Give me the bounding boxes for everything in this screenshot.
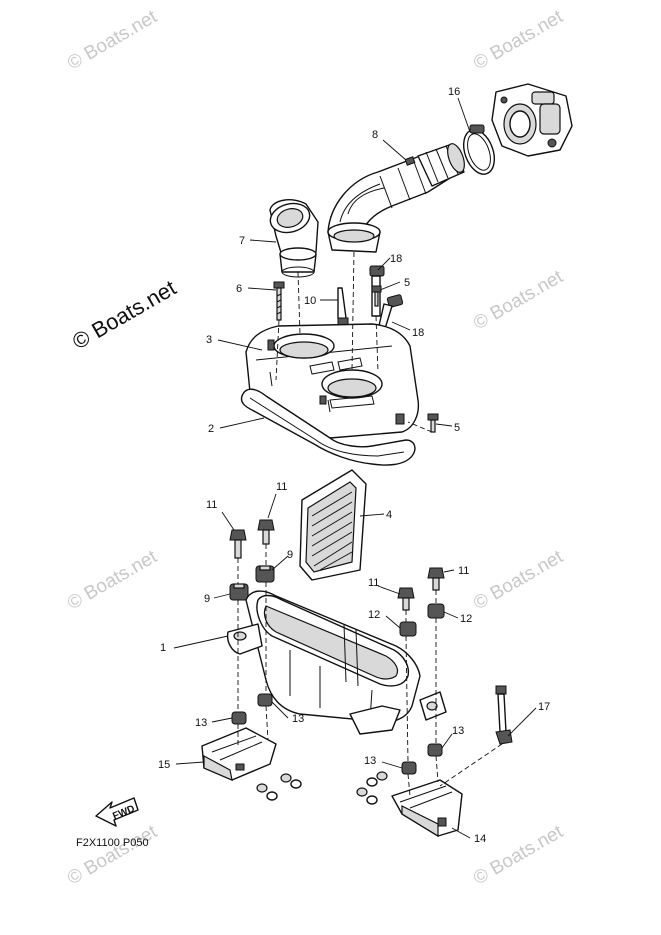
part-hose-clamp [462,124,496,175]
part-grommet-13-b [257,693,273,707]
callout-5-upper: 5 [404,277,410,289]
part-grommet-9-left [229,583,249,601]
callout-8: 8 [372,129,378,141]
watermark-text: © Boats.net [470,546,567,614]
callout-13-d: 13 [452,725,464,737]
watermarks: © Boats.net © Boats.net © Boats.net © Bo… [64,6,567,889]
part-grommet-13-d [427,743,443,757]
part-bracket-14 [391,779,463,838]
part-gasket [240,388,416,466]
part-nuts-washers-left [256,773,302,801]
boats-net-logo-text: © Boats.net [68,275,180,354]
part-grommet-12-b [427,603,445,619]
fwd-direction-arrow: FWD [95,797,139,827]
part-airbox-case [226,590,447,735]
callout-3: 3 [206,334,212,346]
part-grommet-9-right [255,565,275,583]
watermark-text: © Boats.net [470,266,567,334]
callout-12-a: 12 [368,609,380,621]
part-nuts-washers-right [356,771,388,805]
part-bolt-11-left [229,529,247,559]
callout-18-lower: 18 [412,327,424,339]
callout-7: 7 [239,235,245,247]
part-grommet-13-a [231,711,247,725]
leader-lines [173,97,537,839]
callout-13-c: 13 [364,755,376,767]
assembly-lines [237,251,503,797]
part-throttle-body [491,83,573,157]
callout-11-right-a: 11 [368,577,379,589]
callout-11-right-b: 11 [458,565,469,577]
callout-18-upper: 18 [390,253,402,265]
watermark-text: © Boats.net [64,546,161,614]
watermark-text: © Boats.net [470,821,567,889]
drawing-code: F2X1100 P050 [76,837,149,849]
callout-11-left: 11 [206,499,217,511]
part-screw-5-lower [427,413,439,433]
callout-labels: 16 8 7 6 10 18 5 18 3 2 5 4 11 11 9 9 11… [158,86,550,845]
part-screw-5-upper [371,285,382,307]
part-bolt-11-right-b [427,567,445,591]
callout-9-left: 9 [204,593,210,605]
callout-14: 14 [474,833,486,845]
callout-16: 16 [448,86,460,98]
callout-10: 10 [304,295,316,307]
part-bracket-15 [201,727,277,782]
callout-9-right: 9 [287,549,293,561]
callout-5-lower: 5 [454,422,460,434]
part-grommet-12-a [399,621,417,637]
callout-13-b: 13 [292,713,304,725]
callout-4: 4 [386,509,392,521]
watermark-text: © Boats.net [470,6,567,74]
callout-17: 17 [538,701,550,713]
part-grommet-13-c [401,761,417,775]
callout-11-mid: 11 [276,481,287,493]
part-strap-17 [495,685,513,745]
part-bolt-11-mid [257,519,275,545]
watermark-text: © Boats.net [64,821,161,889]
callout-13-a: 13 [195,717,207,729]
watermark-text: © Boats.net [64,6,161,74]
callout-2: 2 [208,423,214,435]
part-intake-elbow [269,199,319,278]
part-air-filter [299,469,367,581]
part-airbox-cover [245,323,420,439]
part-intake-duct [327,143,465,253]
callout-12-b: 12 [460,613,472,625]
part-bolt-11-right-a [397,587,415,611]
part-bolt-6 [273,281,285,321]
callout-1: 1 [160,642,166,654]
callout-6: 6 [236,283,242,295]
callout-15: 15 [158,759,170,771]
